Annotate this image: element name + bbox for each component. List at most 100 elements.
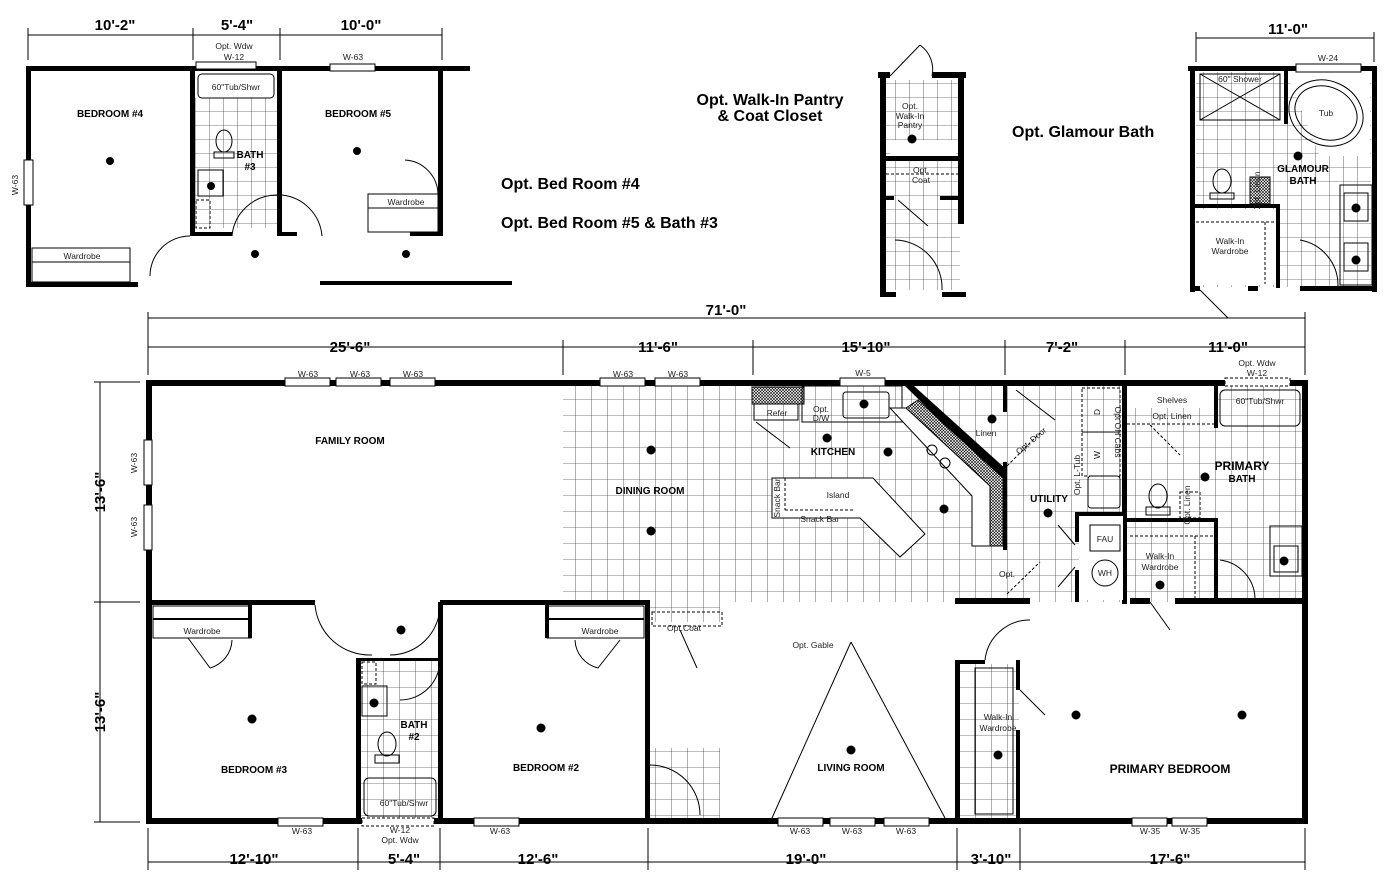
dishwasher-label: D/W — [813, 413, 830, 423]
window-label: W-63 — [10, 175, 20, 195]
room-kitchen: KITCHEN — [811, 447, 855, 458]
room-bath2: BATH — [400, 720, 427, 731]
window-label: W-63 — [350, 369, 370, 379]
dim-left-1: 13'-6" — [92, 472, 109, 513]
dim-opt-1: 10'-2" — [95, 17, 136, 34]
dim-bottom-4: 19'-0" — [786, 851, 827, 868]
opt-pantry-plan: Opt. Walk-In Pantry Opt. Coat — [878, 44, 966, 297]
tub-shower-label: 60"Tub/Shwr — [380, 798, 429, 808]
window-label: W-63 — [129, 453, 139, 473]
pantry-label: Pantry — [898, 120, 923, 130]
wardrobe-label: Walk-In — [984, 712, 1013, 722]
opt-glamour-plan: 11'-0" 60" Shower Tub W-24 Opt. Linen GL… — [1188, 21, 1377, 319]
room-primary-bath: PRIMARY — [1215, 459, 1270, 473]
window-label: W-63 — [298, 369, 318, 379]
gable-label: Opt. Gable — [792, 640, 833, 650]
shower-label: 60" Shower — [1218, 74, 1262, 84]
coat-label: Opt. — [913, 165, 929, 175]
dryer-label: D — [1092, 409, 1102, 415]
dim-bottom-6: 17'-6" — [1150, 851, 1191, 868]
window-label: W-12 — [224, 52, 244, 62]
room-bath3-num: #3 — [244, 162, 256, 173]
opt-glamour-title: Opt. Glamour Bath — [1012, 124, 1154, 141]
dim-glamour: 11'-0" — [1268, 21, 1308, 38]
dim-left-2: 13'-6" — [92, 692, 109, 733]
water-heater-label: WH — [1098, 568, 1112, 578]
wardrobe-label: Walk-In — [1216, 236, 1245, 246]
opt-door-label: Opt. — [999, 569, 1015, 579]
window-label: W-24 — [1318, 53, 1338, 63]
room-bedroom2: BEDROOM #2 — [513, 763, 580, 774]
island-label: Island — [827, 490, 850, 500]
dim-bottom-3: 12'-6" — [518, 851, 559, 868]
window-label: W-63 — [790, 826, 810, 836]
opt-window-label: Opt. Wdw — [215, 41, 253, 51]
wardrobe-label: Wardrobe — [63, 251, 100, 261]
opt-bed5-bath3-title: Opt. Bed Room #5 & Bath #3 — [501, 215, 718, 232]
dim-overall: 71'-0" — [706, 302, 747, 319]
tub-label: Tub — [1319, 108, 1334, 118]
ceiling-lights — [247, 414, 1247, 755]
refrigerator-label: Refer — [767, 408, 788, 418]
oh-cabs-label: Opt OH Cabs — [1113, 406, 1123, 457]
laundry-tub-label: Opt. L-Tub — [1072, 455, 1082, 496]
dim-top-3: 15'-10" — [841, 339, 890, 356]
windows: W-63 W-63 W-63 W-63 W-63 W-5 Opt. Wdw W-… — [129, 358, 1291, 845]
linen-label: Opt. Linen — [1182, 485, 1192, 524]
room-utility: UTILITY — [1030, 494, 1068, 505]
window-label: W-63 — [490, 826, 510, 836]
room-bath3: BATH — [236, 150, 263, 161]
window-label: W-63 — [129, 517, 139, 537]
opt-window-label: Opt. Wdw — [1238, 358, 1276, 368]
window-label: W-35 — [1140, 826, 1160, 836]
pantry-label: Walk-In — [896, 111, 925, 121]
window-label: W-63 — [842, 826, 862, 836]
wardrobe-label: Walk-In — [1146, 551, 1175, 561]
room-primary-bedroom: PRIMARY BEDROOM — [1110, 762, 1231, 776]
dim-bottom-1: 12'-10" — [229, 851, 278, 868]
room-family-room: FAMILY ROOM — [315, 436, 384, 447]
dim-top-1: 25'-6" — [330, 339, 371, 356]
dim-top-2: 11'-6" — [638, 339, 678, 356]
room-bath2-num: #2 — [408, 732, 420, 743]
dim-bottom-5: 3'-10" — [971, 851, 1012, 868]
dishwasher-label: Opt. — [813, 404, 829, 414]
room-bedroom3: BEDROOM #3 — [221, 765, 288, 776]
linen-label: Linen — [976, 428, 997, 438]
tub-shower-label: 60"Tub/Shwr — [1236, 396, 1285, 406]
wardrobe-label: Wardrobe — [1211, 246, 1248, 256]
window-label: W-63 — [343, 52, 363, 62]
shelves-label: Shelves — [1157, 395, 1187, 405]
dim-opt-2: 5'-4" — [221, 17, 253, 34]
window-label: W-12 — [390, 825, 410, 835]
window-label: W-63 — [613, 369, 633, 379]
window-label: W-63 — [668, 369, 688, 379]
linen-label: Opt. Linen — [1152, 411, 1191, 421]
window-label: W-63 — [896, 826, 916, 836]
pantry-label: Opt. — [902, 101, 918, 111]
room-glamour: GLAMOUR — [1277, 164, 1329, 175]
wardrobe-label: Wardrobe — [387, 197, 424, 207]
snack-bar-label: Snack Bar — [800, 514, 839, 524]
dim-top-5: 11'-0" — [1208, 339, 1248, 356]
window-label: W-63 — [292, 826, 312, 836]
window-label: W-35 — [1180, 826, 1200, 836]
window-label: W-63 — [403, 369, 423, 379]
linen-label: Opt. Linen — [1252, 171, 1262, 210]
opt-window-label: Opt. Wdw — [381, 835, 419, 845]
dim-bottom-2: 5'-4" — [388, 851, 420, 868]
room-living-room: LIVING ROOM — [817, 763, 884, 774]
opt-bedrooms-plan: 10'-2" 5'-4" 10'-0" W-63 W-63 Opt. Wdw W… — [10, 17, 512, 287]
opt-bed4-title: Opt. Bed Room #4 — [501, 176, 640, 193]
main-floor-plan: 71'-0" 25'-6" 11'-6" 15'-10" 7'-2" 11'-0… — [92, 302, 1308, 870]
window-label: W-12 — [1247, 368, 1267, 378]
dim-top-4: 7'-2" — [1046, 339, 1078, 356]
room-glamour-bath: BATH — [1289, 176, 1316, 187]
room-dining-room: DINING ROOM — [616, 486, 685, 497]
dim-opt-3: 10'-0" — [341, 17, 382, 34]
room-primary-bath-2: BATH — [1228, 474, 1255, 485]
opt-coat-title: & Coat Closet — [718, 108, 824, 125]
opt-coat-label: Opt.Coat — [667, 623, 702, 633]
wardrobe-label: Wardrobe — [1141, 562, 1178, 572]
window-label: W-5 — [855, 368, 871, 378]
